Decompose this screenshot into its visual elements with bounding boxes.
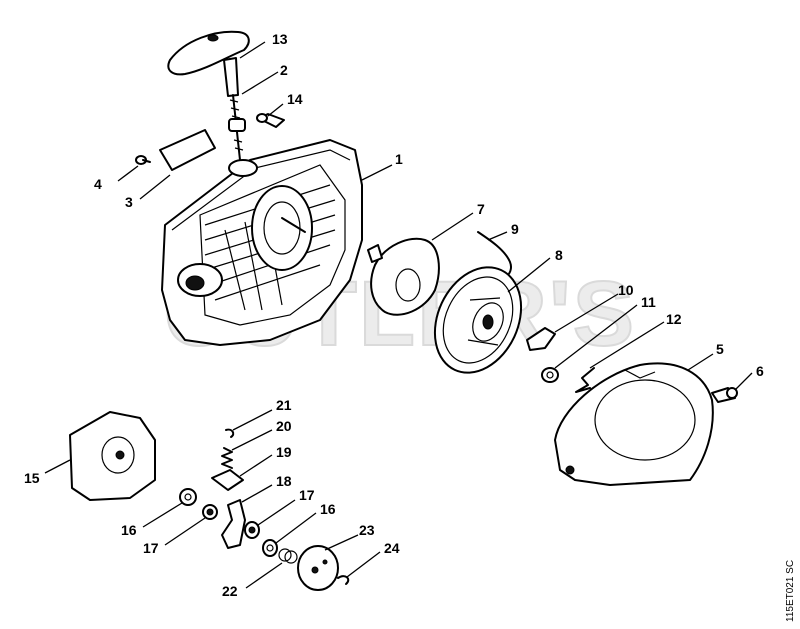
callout-24: 24 — [384, 540, 400, 556]
disc-part-23 — [297, 545, 339, 591]
leader-lines — [44, 41, 753, 589]
fan-housing-part-1 — [161, 139, 363, 346]
callout-15: 15 — [24, 470, 40, 486]
callout-5: 5 — [716, 341, 724, 357]
callout-4: 4 — [94, 176, 102, 192]
circlip-part-21 — [225, 428, 235, 438]
spring-part-20 — [221, 447, 233, 469]
fan-cover-part-5 — [554, 362, 714, 486]
callout-2: 2 — [280, 62, 288, 78]
callout-10: 10 — [618, 282, 634, 298]
starter-rope-part-2 — [228, 94, 246, 161]
callout-1: 1 — [395, 151, 403, 167]
callout-3: 3 — [125, 194, 133, 210]
plate-part-3 — [159, 129, 216, 171]
pawl-part-18 — [221, 499, 246, 549]
clip-part-24 — [337, 575, 350, 585]
callout-18: 18 — [276, 473, 292, 489]
callout-22: 22 — [222, 583, 238, 599]
screw-part-6 — [711, 387, 738, 403]
callout-21: 21 — [276, 397, 292, 413]
starter-grip-part-13 — [167, 30, 250, 97]
reference-code: 115ET021 SC — [785, 560, 796, 622]
washer-part-16a — [179, 488, 197, 506]
screw-part-14 — [256, 113, 285, 128]
callout-20: 20 — [276, 418, 292, 434]
callout-16b: 16 — [320, 501, 336, 517]
pin-part-4 — [135, 155, 151, 165]
washer-part-16b — [262, 539, 278, 557]
rope-rotor-part-8 — [433, 266, 523, 374]
washer-part-17b — [244, 521, 260, 539]
spacer-part-15 — [69, 411, 156, 501]
callout-17a: 17 — [143, 540, 159, 556]
callout-7: 7 — [477, 201, 485, 217]
callout-9: 9 — [511, 221, 519, 237]
washer-part-17a — [202, 504, 218, 520]
washer-part-11 — [541, 367, 559, 383]
callout-14: 14 — [287, 91, 303, 107]
callout-8: 8 — [555, 247, 563, 263]
callout-17b: 17 — [299, 487, 315, 503]
callout-16a: 16 — [121, 522, 137, 538]
callout-12: 12 — [666, 311, 682, 327]
callout-13: 13 — [272, 31, 288, 47]
callout-6: 6 — [756, 363, 764, 379]
spring-clip-part-12 — [575, 367, 595, 393]
guide-part-19 — [211, 469, 244, 491]
spring-part-22 — [278, 548, 298, 564]
spring-cover-part-7 — [367, 237, 440, 316]
pawl-part-10 — [526, 327, 556, 351]
callout-23: 23 — [359, 522, 375, 538]
callout-19: 19 — [276, 444, 292, 460]
callout-11: 11 — [641, 294, 656, 310]
